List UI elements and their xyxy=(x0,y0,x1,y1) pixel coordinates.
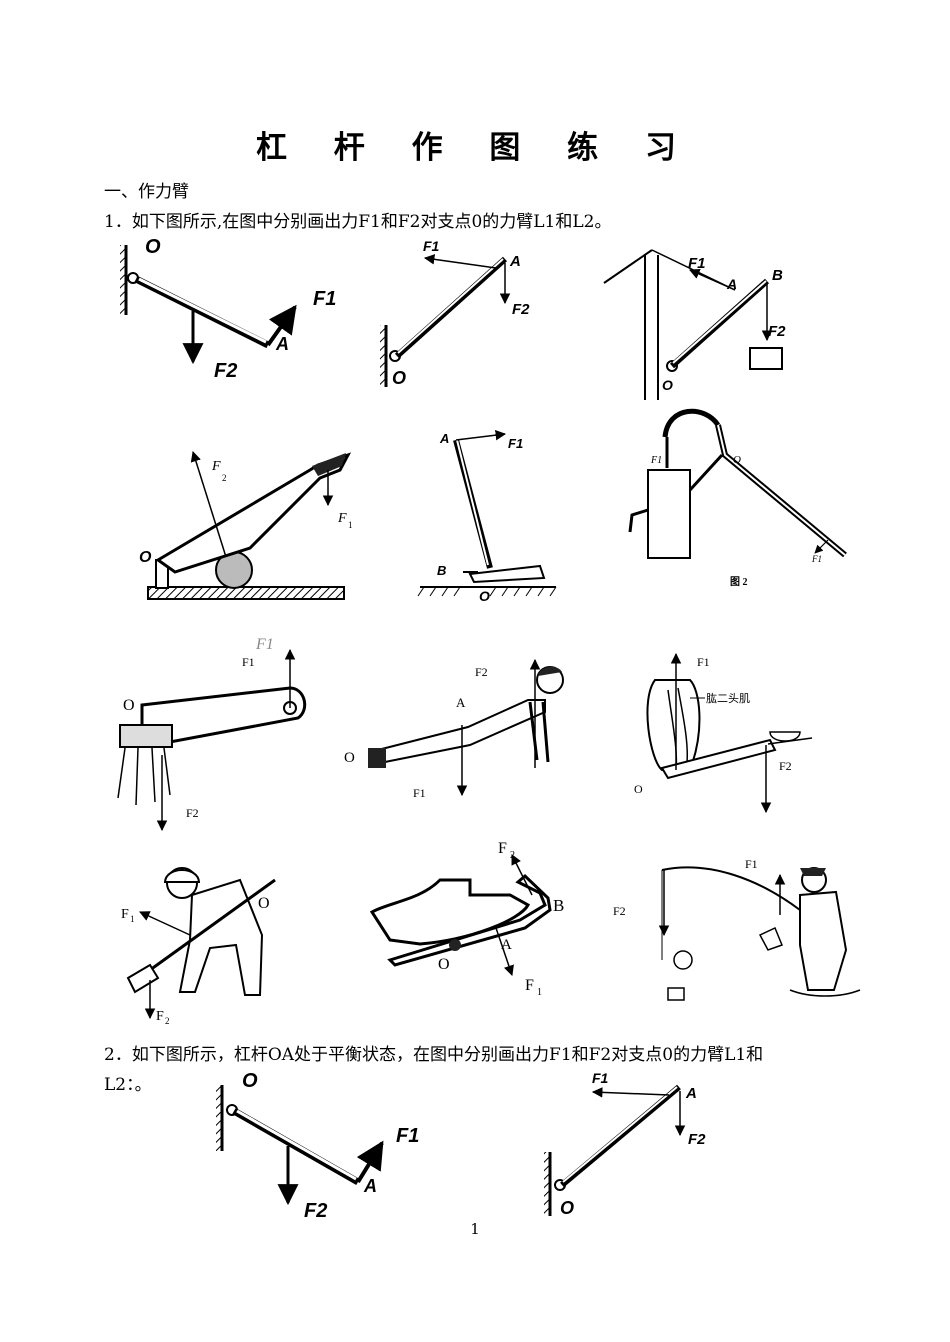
label-A: A xyxy=(501,937,512,953)
figure-shovel-worker: F 1 O F 2 xyxy=(121,867,276,1026)
label-F: F xyxy=(156,1009,164,1024)
label-A: A xyxy=(509,253,521,270)
label-F1: F1 xyxy=(313,288,336,310)
figure-foot-pedal: F 2 B A O F 1 xyxy=(369,840,564,998)
figure-pry-bar: A F1 B O xyxy=(417,429,557,604)
label-F: F xyxy=(525,977,534,994)
label-A: A xyxy=(363,1176,377,1196)
figure-water-pump: F1 O F1 图 2 xyxy=(628,408,847,588)
label-O: O xyxy=(145,236,161,258)
label-F1: F1 xyxy=(811,554,822,564)
label-sub1: 1 xyxy=(130,914,135,924)
figure-lever-incline: F1 A F2 O xyxy=(380,238,530,388)
label-F2: F2 xyxy=(512,301,530,318)
label-B: B xyxy=(553,896,564,915)
label-O: O xyxy=(123,697,135,714)
label-F2: F2 xyxy=(186,806,199,820)
question-1: 1．如下图所示,在图中分别画出力F1和F2对支点0的力臂L1和L2。 xyxy=(104,212,612,232)
label-F1: F1 xyxy=(508,436,523,451)
figure-q2-lever-wall: O A F1 F2 xyxy=(216,1070,419,1222)
page-title: 杠 杆 作 图 练 习 xyxy=(256,130,694,166)
figure-push-up: F2 A O F1 xyxy=(344,658,564,800)
label-O: O xyxy=(139,549,152,566)
label-A: A xyxy=(685,1085,697,1102)
label-F: F xyxy=(337,511,347,526)
label-sub1: 1 xyxy=(537,987,542,998)
question-2-line-2: L2：。 xyxy=(104,1075,152,1095)
label-A: A xyxy=(275,334,289,354)
label-F2: F2 xyxy=(688,1131,706,1148)
label-F1-faded: F1 xyxy=(255,636,274,653)
label-A: A xyxy=(456,695,466,710)
label-F2: F2 xyxy=(214,360,237,382)
label-F1: F1 xyxy=(423,238,440,254)
section-heading: 一、作力臂 xyxy=(104,182,189,202)
label-F2: F2 xyxy=(779,759,792,773)
label-F1: F1 xyxy=(745,857,758,871)
label-F1: F1 xyxy=(650,455,662,466)
label-F2: F2 xyxy=(304,1200,327,1222)
label-A: A xyxy=(439,431,449,446)
page-number: 1 xyxy=(470,1220,480,1238)
label-sub2: 2 xyxy=(510,850,515,861)
label-B: B xyxy=(437,563,446,578)
figure-fishing: F1 F2 xyxy=(613,857,861,1001)
label-F1: F1 xyxy=(413,786,426,800)
label-O: O xyxy=(258,895,270,912)
label-O: O xyxy=(242,1070,258,1092)
label-F1: F1 xyxy=(688,255,706,272)
label-sub2: 2 xyxy=(165,1016,170,1026)
label-B: B xyxy=(772,267,783,284)
label-O: O xyxy=(479,588,490,604)
label-figure-2: 图 2 xyxy=(730,576,748,588)
label-O: O xyxy=(733,454,741,466)
label-O: O xyxy=(634,782,643,796)
label-F: F xyxy=(498,840,507,857)
label-A: A xyxy=(726,276,737,292)
figure-forearm: F1 肱二头肌 F2 O xyxy=(634,652,813,814)
figure-bottle-opener: F1 F1 O F2 xyxy=(117,636,307,832)
figure-q2-lever-incline: F1 A F2 O xyxy=(544,1070,706,1218)
label-O: O xyxy=(662,377,673,393)
label-O: O xyxy=(392,368,406,388)
label-F1: F1 xyxy=(242,655,255,669)
label-O: O xyxy=(344,750,355,766)
label-F2: F2 xyxy=(768,323,786,340)
label-O: O xyxy=(560,1198,574,1218)
label-biceps: 肱二头肌 xyxy=(706,691,750,705)
label-F: F xyxy=(211,459,221,474)
label-F: F xyxy=(121,907,129,922)
figure-cutter: F 2 F 1 O xyxy=(139,450,353,600)
label-O: O xyxy=(438,956,450,973)
label-F2: F2 xyxy=(475,665,488,679)
figure-lever-wall: O A F1 F2 xyxy=(120,236,336,382)
label-F1: F1 xyxy=(697,655,710,669)
label-F1: F1 xyxy=(592,1070,609,1086)
label-sub1: 1 xyxy=(348,520,353,530)
label-F1: F1 xyxy=(396,1125,419,1147)
question-2-line-1: 2．如下图所示，杠杆OA处于平衡状态，在图中分别画出力F1和F2对支点0的力臂L… xyxy=(104,1045,764,1065)
label-sub2: 2 xyxy=(222,473,227,483)
label-F2: F2 xyxy=(613,904,626,918)
figure-crane: F1 A B F2 O xyxy=(603,249,786,400)
